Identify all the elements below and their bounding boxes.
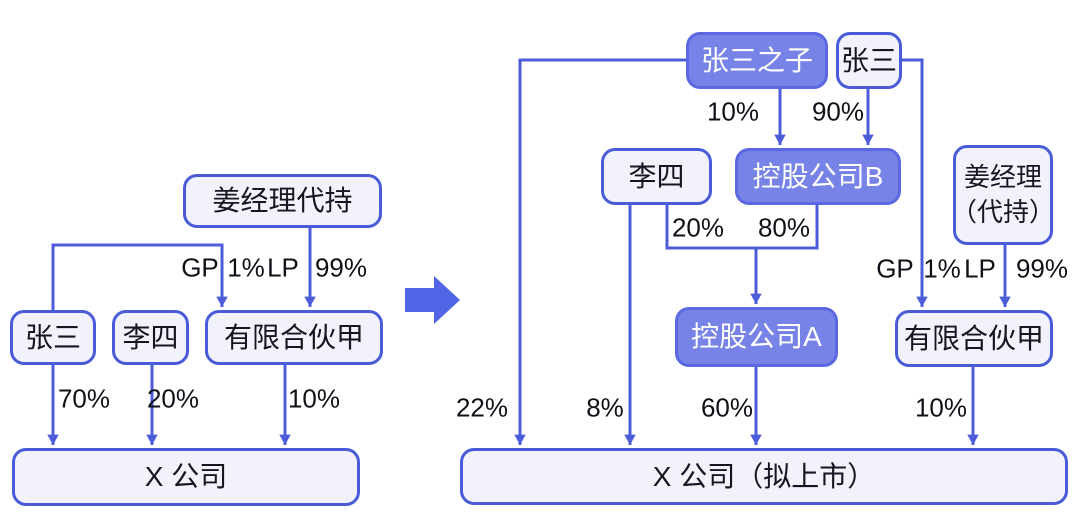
label-gp-pct-before: 1% (227, 252, 265, 283)
label-son-to-b-pct: 10% (706, 96, 760, 127)
node-lisi-after: 李四 (601, 148, 712, 205)
label-lp-pct-after: 99% (1015, 253, 1069, 284)
node-jiang-proxy-line2: （代持） (951, 197, 1056, 227)
node-lisi-before: 李四 (112, 310, 189, 365)
label-lp-pct-before: 99% (314, 252, 368, 283)
node-jiang-proxy-after: 姜经理 （代持） (951, 145, 1056, 245)
label-lp-after: LP (964, 253, 996, 284)
connector-zhangsan-gp-before (51, 243, 228, 310)
label-son-to-company-pct: 22% (455, 392, 509, 423)
label-a-to-company-pct: 60% (700, 392, 754, 423)
connector-merge-bracket-after (665, 205, 819, 250)
node-holding-a-after: 控股公司A (675, 307, 838, 367)
label-lisi-pct-before: 20% (146, 383, 200, 414)
node-company-before: X 公司 (12, 448, 360, 506)
node-jiang-proxy-before: 姜经理代持 (183, 174, 382, 228)
node-partnership-before: 有限合伙甲 (205, 310, 383, 365)
transform-arrow (405, 276, 460, 324)
label-zhangsan-to-b-pct: 90% (811, 96, 865, 127)
node-son-after: 张三之子 (686, 32, 828, 89)
node-company-after: X 公司（拟上市） (460, 448, 1068, 505)
label-lisi-to-company-pct: 8% (586, 392, 624, 423)
label-gp-pct-after: 1% (923, 253, 961, 284)
node-zhangsan-before: 张三 (10, 310, 96, 365)
label-partnership-to-company-pct: 10% (914, 392, 968, 423)
label-b-to-a-pct: 80% (757, 212, 811, 243)
node-zhangsan-after: 张三 (836, 32, 902, 89)
node-jiang-proxy-line1: 姜经理 (963, 161, 1042, 192)
node-partnership-after: 有限合伙甲 (895, 310, 1053, 367)
label-gp-before: GP (181, 252, 219, 283)
connector-son-company-after (514, 58, 686, 445)
label-zhangsan-pct-before: 70% (57, 383, 111, 414)
label-partnership-pct-before: 10% (287, 383, 341, 414)
node-holding-b-after: 控股公司B (735, 148, 901, 205)
label-lisi-to-a-pct: 20% (671, 212, 725, 243)
connector-zhangsan-gp-after (902, 58, 928, 307)
label-lp-before: LP (267, 252, 299, 283)
label-gp-after: GP (876, 253, 914, 284)
